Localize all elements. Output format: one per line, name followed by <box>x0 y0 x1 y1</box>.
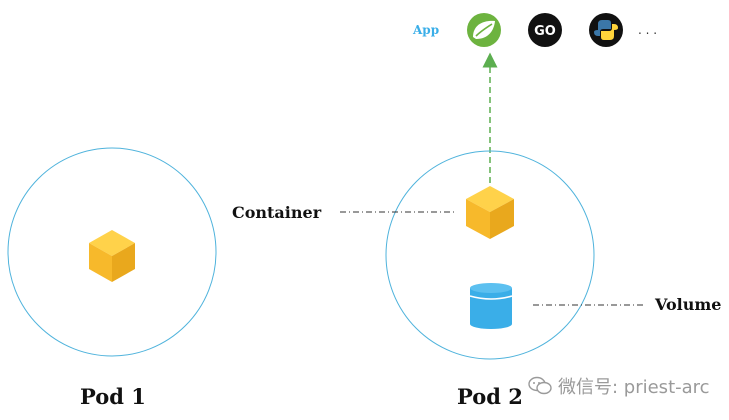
go-icon-label: GO <box>534 24 556 39</box>
volume-label: Volume <box>654 295 721 314</box>
pod2-container-cube <box>466 186 514 239</box>
app-label: App <box>412 23 439 37</box>
spring-icon <box>467 13 501 47</box>
python-icon <box>589 13 623 47</box>
wechat-icon <box>528 376 552 395</box>
volume-cylinder <box>469 283 513 329</box>
watermark-text: 微信号: priest-arc <box>558 377 710 398</box>
watermark: 微信号: priest-arc <box>528 372 718 400</box>
pod1-label: Pod 1 <box>80 384 146 409</box>
go-icon: GO <box>528 13 562 47</box>
more-icons-ellipsis: . . . <box>638 23 657 37</box>
pod1-container-cube <box>89 230 135 282</box>
container-label: Container <box>232 203 322 222</box>
pod2-label: Pod 2 <box>457 384 523 409</box>
pod1-circle <box>7 147 217 357</box>
pod2-circle <box>385 150 595 360</box>
